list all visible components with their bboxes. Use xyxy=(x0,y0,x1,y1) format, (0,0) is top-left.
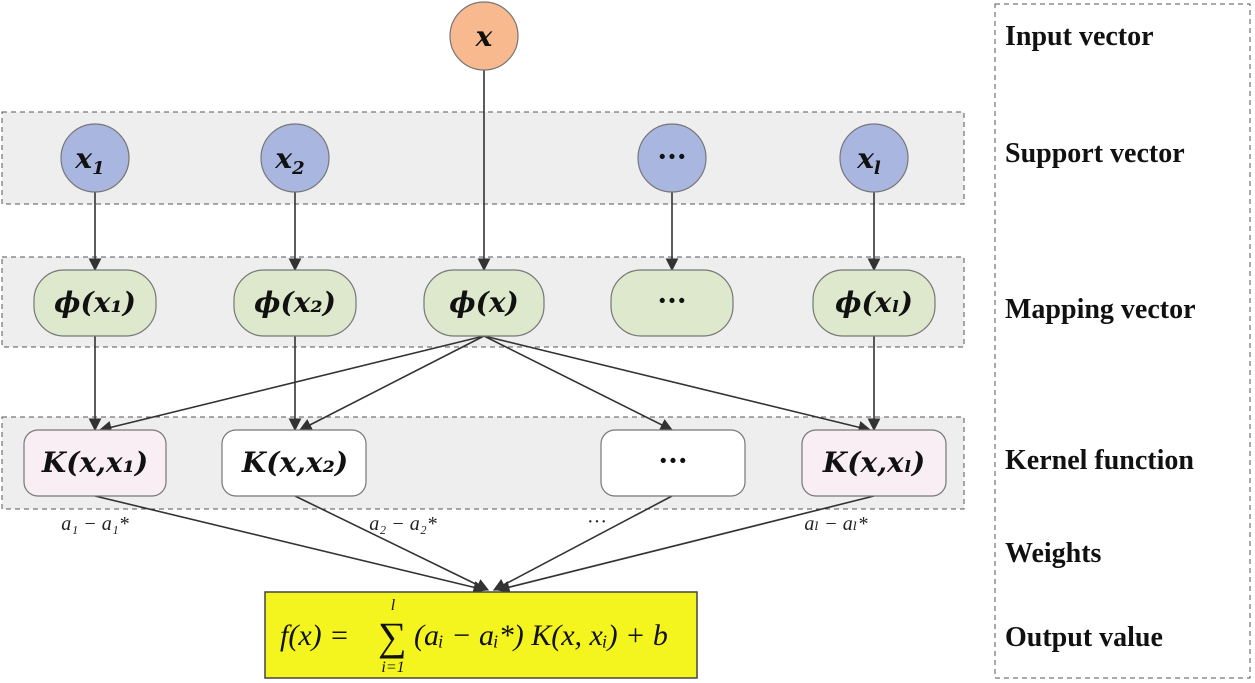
support-node-2-sub: 2 xyxy=(291,158,305,179)
mapping-node-1: ϕ(x₁) xyxy=(33,269,157,337)
output-sum-bottom: i=1 xyxy=(381,659,404,676)
output-box xyxy=(264,591,698,679)
edge-phix-to-kernell xyxy=(483,335,872,434)
kernel-node-l: K(x,xₗ) xyxy=(801,429,947,497)
label-input-vector: Input vector xyxy=(1005,21,1154,52)
edge-phix-to-kernel3 xyxy=(483,335,674,431)
support-node-l-label: x xyxy=(856,142,874,175)
support-layer-band xyxy=(1,111,965,205)
mapping-node-1-label: ϕ(x₁) xyxy=(54,286,136,319)
kernel-node-2-label: K(x,x₂) xyxy=(241,446,348,479)
support-node-l-sub: l xyxy=(874,158,881,179)
weight-l: aₗ − aₗ* xyxy=(804,513,867,535)
mapping-node-l-label: ϕ(xₗ) xyxy=(835,286,913,319)
output-sum-top: l xyxy=(391,597,396,614)
weight-1: a₁ − a₁* xyxy=(61,513,128,535)
output-formula-right: (aᵢ − aᵢ*) K(x, xᵢ) + b xyxy=(414,619,668,652)
label-mapping-vector: Mapping vector xyxy=(1005,294,1196,325)
weight-ellipsis: ··· xyxy=(587,511,607,533)
layer-labels-panel xyxy=(994,3,1251,679)
kernel-node-ellipsis: ··· xyxy=(600,429,746,497)
mapping-node-l: ϕ(xₗ) xyxy=(812,269,936,337)
support-node-1-label: x xyxy=(74,142,92,175)
label-output-value: Output value xyxy=(1005,622,1163,653)
kernel-node-1: K(x,x₁) xyxy=(23,429,167,497)
mapping-node-2-label: ϕ(x₂) xyxy=(254,286,336,319)
input-node-label: x xyxy=(475,20,493,53)
support-node-ellipsis-label: ··· xyxy=(657,140,686,173)
output-formula-left: f(x) = xyxy=(280,619,349,652)
edge-phix-to-kernel2 xyxy=(298,335,485,431)
mapping-node-ellipsis-label: ··· xyxy=(657,284,686,317)
edge-kernel2-to-output xyxy=(294,495,490,591)
svg-text:xl: xl xyxy=(856,142,881,179)
support-node-2-label: x xyxy=(274,142,292,175)
support-node-l: xl xyxy=(839,123,909,193)
edge-phix-to-kernel1 xyxy=(98,335,485,434)
mapping-node-x-label: ϕ(x) xyxy=(449,286,519,319)
weight-2: a₂ − a₂* xyxy=(369,513,436,535)
kernel-node-1-label: K(x,x₁) xyxy=(41,446,148,479)
kernel-node-ellipsis-label: ··· xyxy=(658,444,687,477)
svg-text:x1: x1 xyxy=(74,142,104,179)
support-node-2: x2 xyxy=(260,123,330,193)
output-sum-symbol: ∑ xyxy=(378,614,407,659)
support-node-1: x1 xyxy=(60,123,130,193)
svg-text:x2: x2 xyxy=(274,142,304,179)
edge-kernel1-to-output xyxy=(94,495,487,594)
kernel-node-l-label: K(x,xₗ) xyxy=(822,446,925,479)
label-support-vector: Support vector xyxy=(1005,138,1185,169)
edge-kernel3-to-output xyxy=(492,495,673,591)
label-weights: Weights xyxy=(1005,538,1102,569)
edge-kernell-to-output xyxy=(496,495,875,594)
support-node-ellipsis: ··· xyxy=(637,123,707,193)
support-node-1-sub: 1 xyxy=(92,158,105,179)
input-node xyxy=(449,1,519,71)
mapping-node-x: ϕ(x) xyxy=(423,269,545,337)
label-kernel-function: Kernel function xyxy=(1005,445,1194,476)
kernel-node-2: K(x,x₂) xyxy=(221,429,367,497)
mapping-node-ellipsis: ··· xyxy=(610,269,734,337)
mapping-node-2: ϕ(x₂) xyxy=(233,269,357,337)
